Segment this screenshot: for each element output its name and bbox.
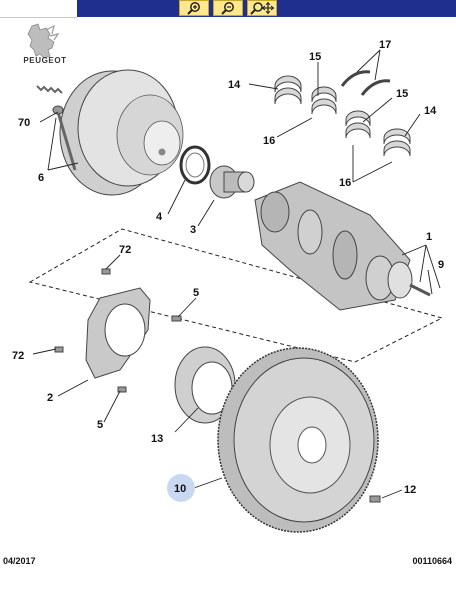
callout-72a[interactable]: 72	[119, 244, 131, 256]
footer-reference: 00110664	[412, 556, 452, 566]
callout-72b[interactable]: 72	[12, 350, 24, 362]
callout-3[interactable]: 3	[190, 224, 196, 236]
peugeot-lion-logo	[27, 23, 60, 59]
zoom-in-icon	[187, 2, 200, 15]
callout-16a[interactable]: 16	[263, 135, 275, 147]
spring-part	[36, 85, 63, 94]
bolt-70-part	[52, 105, 77, 171]
leader-lines	[32, 49, 441, 499]
callout-15a[interactable]: 15	[309, 51, 321, 63]
oil-seal-4-part	[179, 145, 211, 185]
callout-6[interactable]: 6	[38, 172, 44, 184]
crankshaft-part	[254, 181, 431, 311]
sprocket-3-part	[209, 165, 255, 199]
callout-70[interactable]: 70	[18, 117, 30, 129]
footer-date: 04/2017	[3, 556, 36, 566]
dashed-assembly-outline	[28, 228, 444, 363]
thrust-washers-part	[340, 70, 391, 96]
callout-2[interactable]: 2	[47, 392, 53, 404]
zoom-out-icon	[221, 2, 234, 15]
zoom-fit-icon	[250, 1, 275, 15]
zoom-fit-button[interactable]	[247, 0, 277, 16]
callout-5b[interactable]: 5	[97, 419, 103, 431]
callout-15b[interactable]: 15	[396, 88, 408, 100]
callout-14b[interactable]: 14	[424, 105, 437, 117]
crankshaft-pulley-part	[59, 69, 184, 196]
callout-13[interactable]: 13	[151, 433, 163, 445]
callout-16b[interactable]: 16	[339, 177, 351, 189]
target-ring-part	[174, 346, 236, 424]
callout-12[interactable]: 12	[404, 484, 416, 496]
toolbar-left-blank	[0, 0, 77, 18]
seal-housing-part	[85, 287, 151, 379]
callout-10-highlight	[167, 474, 195, 502]
toolbar	[0, 0, 456, 18]
zoom-in-button[interactable]	[179, 0, 209, 16]
brand-name: PEUGEOT	[23, 56, 67, 65]
callout-17[interactable]: 17	[379, 39, 391, 51]
callout-14a[interactable]: 14	[228, 79, 241, 91]
dual-mass-flywheel-part	[217, 347, 379, 533]
callout-4[interactable]: 4	[156, 211, 163, 223]
callout-10[interactable]: 10	[174, 483, 186, 495]
bearing-shells-part	[274, 75, 411, 157]
zoom-out-button[interactable]	[213, 0, 243, 16]
callout-5a[interactable]: 5	[193, 287, 199, 299]
callout-1[interactable]: 1	[426, 231, 432, 243]
callout-9[interactable]: 9	[438, 259, 444, 271]
